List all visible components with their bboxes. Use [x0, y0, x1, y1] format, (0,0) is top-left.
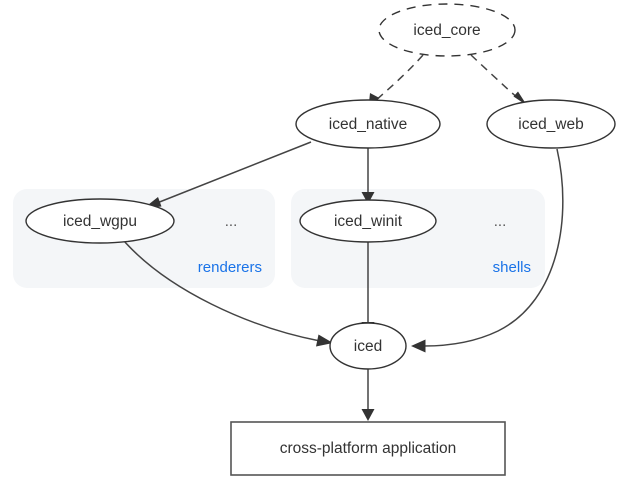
edge-iced-native-to-iced-winit [361, 148, 375, 204]
node-cross-platform-application[interactable]: cross-platform application [230, 421, 506, 476]
edge-iced-core-to-iced-web [470, 54, 527, 106]
iced-web-ellipse [486, 99, 616, 149]
iced-winit-ellipse [299, 199, 437, 243]
iced-web-label: iced_web [518, 116, 584, 133]
node-iced-winit[interactable]: iced_winit [299, 199, 437, 243]
iced-native-label: iced_native [329, 116, 407, 133]
iced-ellipse [329, 322, 407, 370]
application-box [230, 421, 506, 476]
application-label: cross-platform application [280, 440, 457, 457]
node-iced-native[interactable]: iced_native [295, 99, 441, 149]
edge-iced-to-application [361, 369, 375, 421]
iced-wgpu-ellipse [25, 198, 175, 244]
shells-ellipsis: ... [494, 213, 507, 230]
iced-core-ellipse [378, 3, 516, 57]
iced-core-label: iced_core [413, 22, 480, 39]
iced-winit-label: iced_winit [334, 213, 403, 230]
iced-native-ellipse [295, 99, 441, 149]
renderers-ellipsis: ... [225, 213, 238, 230]
node-iced[interactable]: iced [329, 322, 407, 370]
iced-label: iced [354, 338, 382, 355]
iced-wgpu-label: iced_wgpu [63, 213, 137, 230]
node-iced-web[interactable]: iced_web [486, 99, 616, 149]
edge-iced-wgpu-to-iced [123, 240, 333, 347]
node-iced-wgpu[interactable]: iced_wgpu [25, 198, 175, 244]
edge-iced-web-to-iced [411, 148, 564, 353]
node-iced-core[interactable]: iced_core [378, 3, 516, 57]
cluster-label-shells[interactable]: shells [493, 259, 531, 276]
cluster-label-renderers[interactable]: renderers [198, 259, 262, 276]
